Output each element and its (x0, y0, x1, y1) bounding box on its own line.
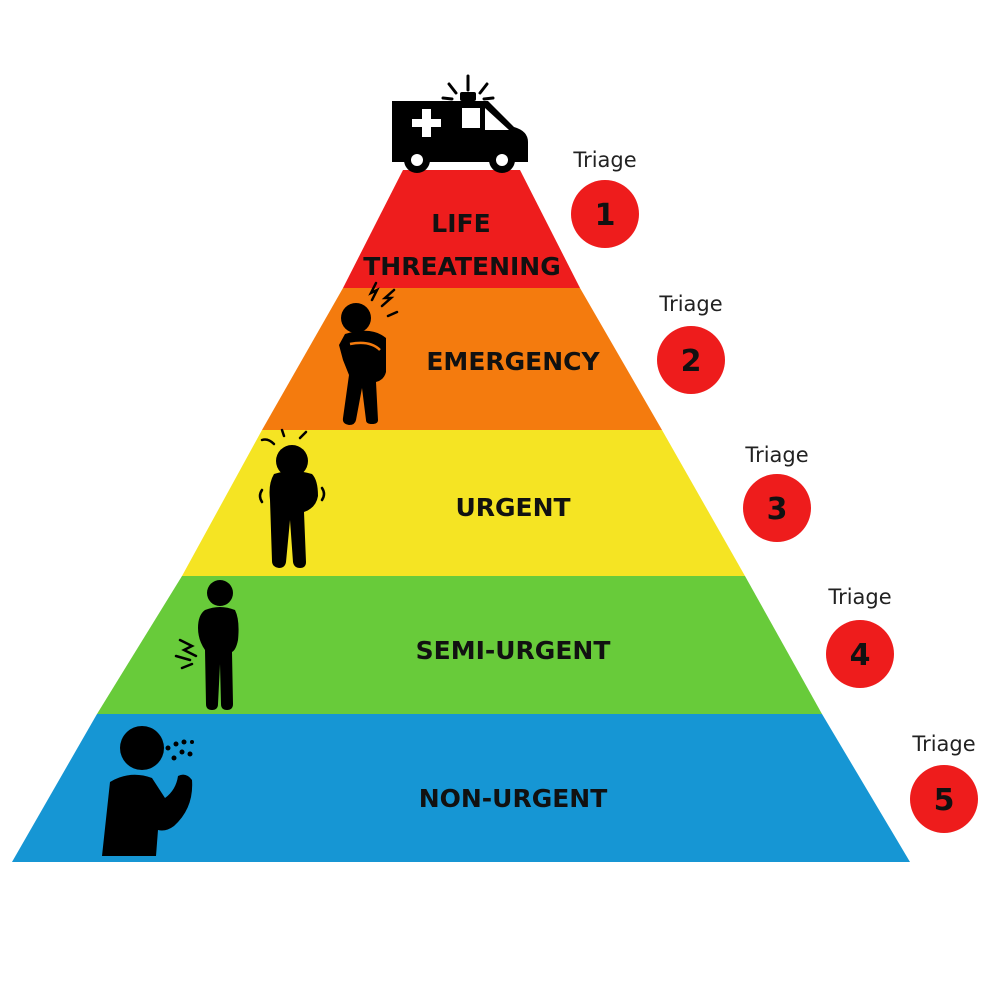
triage-2-number: 2 (681, 344, 702, 379)
band-semi-urgent (97, 576, 822, 714)
triage-badge-4: Triage 4 (826, 585, 894, 688)
triage-5-number: 5 (934, 783, 955, 818)
level-1-title-line-1: LIFE (431, 209, 490, 238)
triage-1-circle (571, 180, 639, 248)
coughing-person-icon (102, 726, 194, 856)
chest-pain-person-icon (339, 281, 399, 425)
band-urgent (182, 430, 745, 576)
triage-1-label: Triage (572, 148, 636, 172)
triage-badge-2: Triage 2 (657, 292, 725, 394)
level-1-title-line-2: THREATENING (363, 252, 561, 281)
triage-badge-1: Triage 1 (571, 148, 639, 248)
triage-2-label: Triage (658, 292, 722, 316)
stomach-ache-person-icon (258, 428, 326, 568)
level-4-title: SEMI-URGENT (416, 636, 611, 665)
triage-4-circle (826, 620, 894, 688)
triage-4-number: 4 (850, 638, 871, 673)
triage-4-label: Triage (827, 585, 891, 609)
ambulance-icon (392, 74, 528, 173)
level-5-title: NON-URGENT (419, 784, 608, 813)
band-non-urgent (12, 714, 910, 862)
triage-5-circle (910, 765, 978, 833)
triage-1-number: 1 (595, 198, 616, 233)
triage-3-circle (743, 474, 811, 542)
level-2-title: EMERGENCY (426, 347, 600, 376)
triage-5-label: Triage (911, 732, 975, 756)
triage-2-circle (657, 326, 725, 394)
band-life-threatening (343, 170, 580, 288)
mild-pain-person-icon (174, 580, 239, 710)
triage-3-label: Triage (744, 443, 808, 467)
level-3-title: URGENT (455, 493, 570, 522)
triage-badge-5: Triage 5 (910, 732, 978, 833)
triage-3-number: 3 (767, 492, 788, 527)
triage-badge-3: Triage 3 (743, 443, 811, 542)
